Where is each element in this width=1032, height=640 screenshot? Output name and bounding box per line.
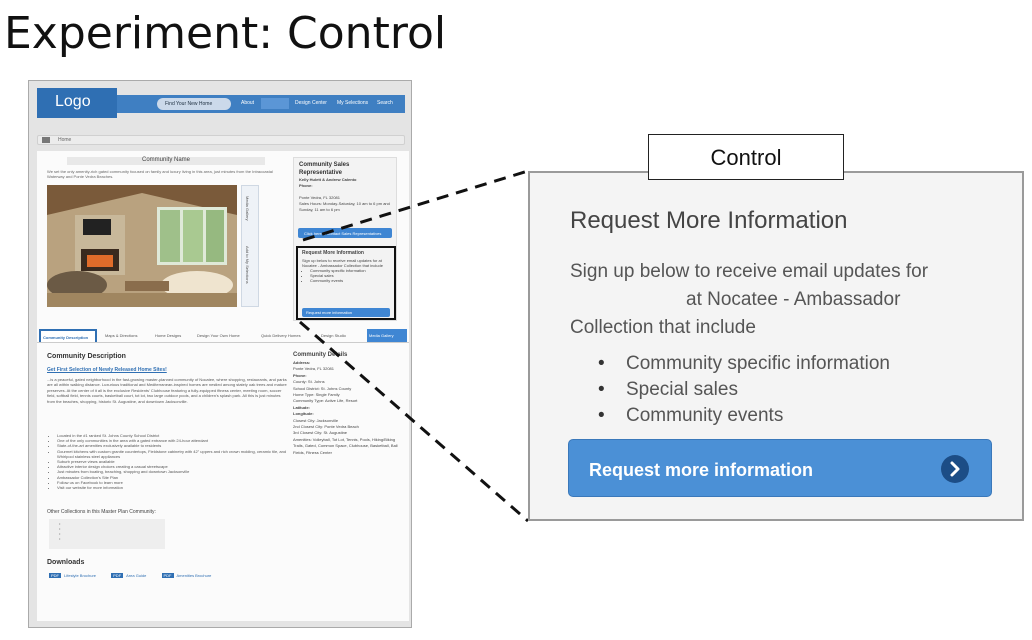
rep-hours: Sales Hours: Monday-Saturday, 10 am to 6… — [299, 201, 390, 212]
zoom-inner: Request More Information Sign up below t… — [536, 179, 1016, 515]
list-item: Suburb preserve views available — [57, 459, 289, 464]
request-info-title: Request More Information — [570, 207, 848, 234]
list-item: Special sales — [598, 377, 890, 403]
list-item: Community specific information — [310, 268, 390, 273]
tab-design-your-own[interactable]: Design Your Own Home — [197, 333, 240, 338]
request-info-text-line1: Sign up below to receive email updates f… — [570, 261, 929, 282]
pdf-icon: PDF — [111, 573, 124, 578]
community-name: Community Name — [67, 157, 265, 165]
nav-my-selections[interactable]: My Selections — [337, 100, 369, 106]
nav-about[interactable]: About — [241, 100, 255, 106]
other-collections-list: •••• — [49, 519, 165, 549]
list-item: Located in the #1 ranked St. Johns Count… — [57, 433, 289, 438]
request-info-button-label: Request more information — [589, 460, 814, 480]
feature-list: Located in the #1 ranked St. Johns Count… — [47, 433, 289, 490]
logo[interactable]: Logo — [37, 88, 117, 118]
main-content: Community Name We set the only amenity-r… — [37, 151, 409, 621]
list-item[interactable]: Ambassador Collection's Site Plan — [57, 475, 289, 480]
gallery-label: Media Gallery — [245, 196, 250, 221]
nav-design-center[interactable]: Design Center — [295, 100, 327, 106]
list-item: Community events — [598, 403, 890, 429]
tab-quick-delivery[interactable]: Quick Delivery Homes — [261, 333, 301, 338]
nav-blank-item[interactable] — [261, 98, 289, 109]
request-info-list: Community specific information Special s… — [598, 351, 890, 429]
chevron-right-icon — [941, 455, 969, 483]
request-info-button[interactable]: Request more information — [568, 439, 992, 497]
pdf-icon: PDF — [161, 573, 174, 578]
contact-rep-button[interactable]: Click here to contact Sales Representati… — [298, 228, 392, 238]
list-item: State-of-the-art amenities exclusively a… — [57, 443, 289, 448]
site-header: Logo Find Your New Home About Design Cen… — [29, 81, 411, 123]
tab-design-studio[interactable]: Design Studio — [321, 333, 346, 338]
list-item[interactable]: Follow us on Facebook to learn more — [57, 480, 289, 485]
list-item[interactable]: Visit our website for more information — [57, 485, 289, 490]
zoomed-request-info-panel: Request More Information Sign up below t… — [528, 171, 1024, 521]
list-item: Special sales — [310, 273, 390, 278]
mini-request-info-box: Request More Information Sign up below t… — [296, 246, 396, 320]
list-item: One of the only communities in the area … — [57, 438, 289, 443]
details-heading: Community Details — [293, 352, 348, 358]
list-item: Just minutes from boating, beaching, sho… — [57, 469, 289, 474]
description-heading: Community Description — [47, 353, 126, 360]
breadcrumb: Home — [37, 135, 405, 145]
list-item: Community specific information — [598, 351, 890, 377]
find-home-dropdown[interactable]: Find Your New Home — [157, 98, 231, 110]
community-details: Community Details Address: Ponte Vedra, … — [293, 351, 401, 456]
description-subheading[interactable]: Get First Selection of Newly Released Ho… — [47, 367, 167, 373]
pdf-icon: PDF — [49, 573, 61, 578]
tab-bar: Community Description Maps & Directions … — [37, 327, 409, 343]
tab-maps-directions[interactable]: Maps & Directions — [105, 333, 138, 338]
list-item: Attractive interior design choices creat… — [57, 464, 289, 469]
list-item: Community events — [310, 278, 390, 283]
community-photo — [47, 185, 237, 307]
tab-community-description[interactable]: Community Description — [39, 329, 97, 342]
description-body: ...is a peaceful, gated neighborhood in … — [47, 377, 287, 404]
slide-title: Experiment: Control — [4, 8, 447, 59]
sales-rep-box: Community Sales Representative Kelly Hul… — [293, 157, 397, 321]
rep-phone-label: Phone: — [299, 183, 313, 188]
mini-request-info-button[interactable]: Request more information — [302, 308, 390, 317]
home-icon[interactable] — [42, 137, 50, 143]
rep-title: Community Sales Representative — [299, 162, 350, 176]
mini-rmi-text: Sign up below to receive email updates f… — [302, 258, 383, 268]
list-item: Gourmet kitchens with custom granite cou… — [57, 449, 289, 459]
community-intro: We set the only amenity-rich gated commu… — [47, 169, 273, 179]
tab-home-designs[interactable]: Home Designs — [155, 333, 182, 338]
mini-rmi-title: Request More Information — [302, 250, 364, 256]
downloads-heading: Downloads — [47, 559, 85, 566]
request-info-text-line3: Collection that include — [570, 317, 756, 338]
nav-search[interactable]: Search — [377, 100, 393, 106]
details-row: Amenities: Volleyball, Tot Lot, Tennis, … — [293, 436, 398, 455]
request-info-text-line2: at Nocatee - Ambassador — [686, 289, 901, 310]
website-screenshot: Logo Find Your New Home About Design Cen… — [28, 80, 412, 628]
media-gallery-strip[interactable]: Media Gallery Add to My Selections — [241, 185, 259, 307]
add-to-selections-label: Add to My Selections — [245, 246, 250, 284]
breadcrumb-home[interactable]: Home — [58, 137, 72, 143]
mini-rmi-list: Community specific information Special s… — [310, 268, 390, 283]
other-collections-heading: Other Collections in this Master Plan Co… — [47, 509, 156, 515]
control-label: Control — [648, 134, 844, 180]
tab-media-gallery[interactable]: Media Gallery — [367, 329, 407, 342]
